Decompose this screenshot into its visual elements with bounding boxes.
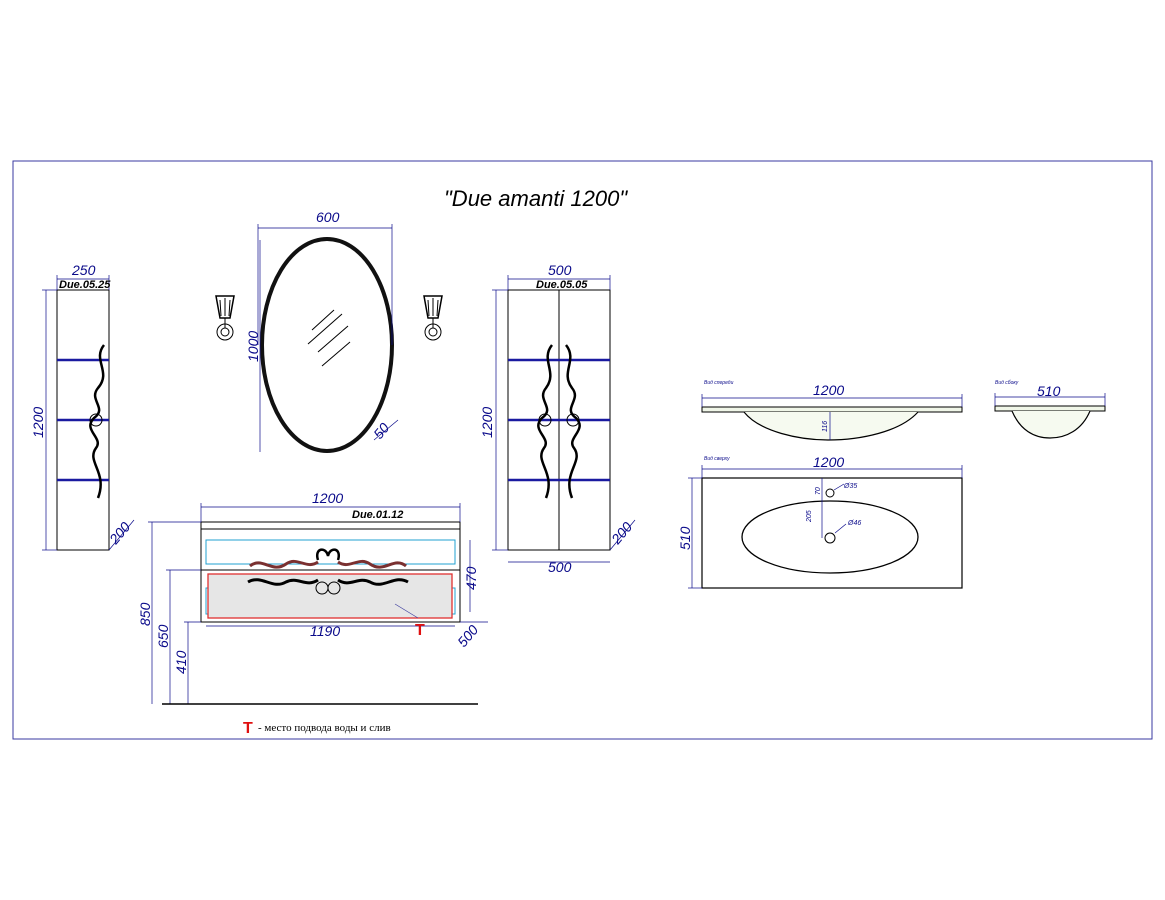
basin-top-width: 1200 xyxy=(813,454,844,470)
right-column-height: 1200 xyxy=(479,407,495,438)
drawing-title: "Due amanti 1200" xyxy=(444,186,628,211)
drawing-frame xyxy=(12,160,1153,740)
ornament-icon xyxy=(537,344,554,499)
basin-top-depth: 510 xyxy=(677,526,693,550)
mirror-width: 600 xyxy=(316,209,340,225)
legend-marker: T xyxy=(243,720,253,737)
ornament-icon xyxy=(564,344,581,499)
water-supply-marker: T xyxy=(415,622,425,639)
basin-front-depth: 116 xyxy=(822,421,829,432)
basin-front-caption: Вид спереди xyxy=(704,380,734,386)
vanity-depth: 500 xyxy=(454,622,481,650)
right-column-depth: 200 xyxy=(607,519,635,548)
left-column-cabinet xyxy=(42,275,135,551)
vanity-inner-width: 1190 xyxy=(310,623,340,639)
vanity-height: 470 xyxy=(463,566,479,590)
hole-diameter-35: Ø35 xyxy=(843,483,857,490)
basin-front-width: 1200 xyxy=(813,382,844,398)
wall-lamp-left-icon xyxy=(215,295,235,341)
right-column-width-top: 500 xyxy=(548,262,572,278)
vanity-width: 1200 xyxy=(312,490,343,506)
oval-mirror xyxy=(257,224,399,453)
basin-side-view xyxy=(994,393,1106,439)
basin-top-view xyxy=(688,465,963,589)
ornament-icon xyxy=(89,344,106,499)
basin-front-view xyxy=(701,394,963,441)
basin-side-caption: Вид сбоку xyxy=(995,380,1019,386)
vanity-label: Due.01.12 xyxy=(352,509,403,521)
right-column-label: Due.05.05 xyxy=(536,279,588,291)
dim-410: 410 xyxy=(173,650,189,674)
left-column-label: Due.05.25 xyxy=(59,279,111,291)
legend-text: - место подвода воды и слив xyxy=(258,722,391,734)
right-column-cabinet xyxy=(492,275,636,563)
left-column-height: 1200 xyxy=(30,407,46,438)
left-column-depth: 200 xyxy=(105,519,133,548)
vanity-cabinet xyxy=(148,503,488,705)
mirror-height: 1000 xyxy=(245,331,261,362)
dim-650: 650 xyxy=(155,624,171,648)
basin-top-caption: Вид сверху xyxy=(704,456,730,462)
wall-lamp-right-icon xyxy=(423,295,443,341)
dim-205: 205 xyxy=(806,510,813,523)
basin-side-width: 510 xyxy=(1037,383,1061,399)
right-column-width-bottom: 500 xyxy=(548,559,572,575)
dim-70: 70 xyxy=(815,487,822,495)
dim-850: 850 xyxy=(137,602,153,626)
hole-diameter-46: Ø46 xyxy=(847,520,861,527)
left-column-width: 250 xyxy=(71,262,96,278)
